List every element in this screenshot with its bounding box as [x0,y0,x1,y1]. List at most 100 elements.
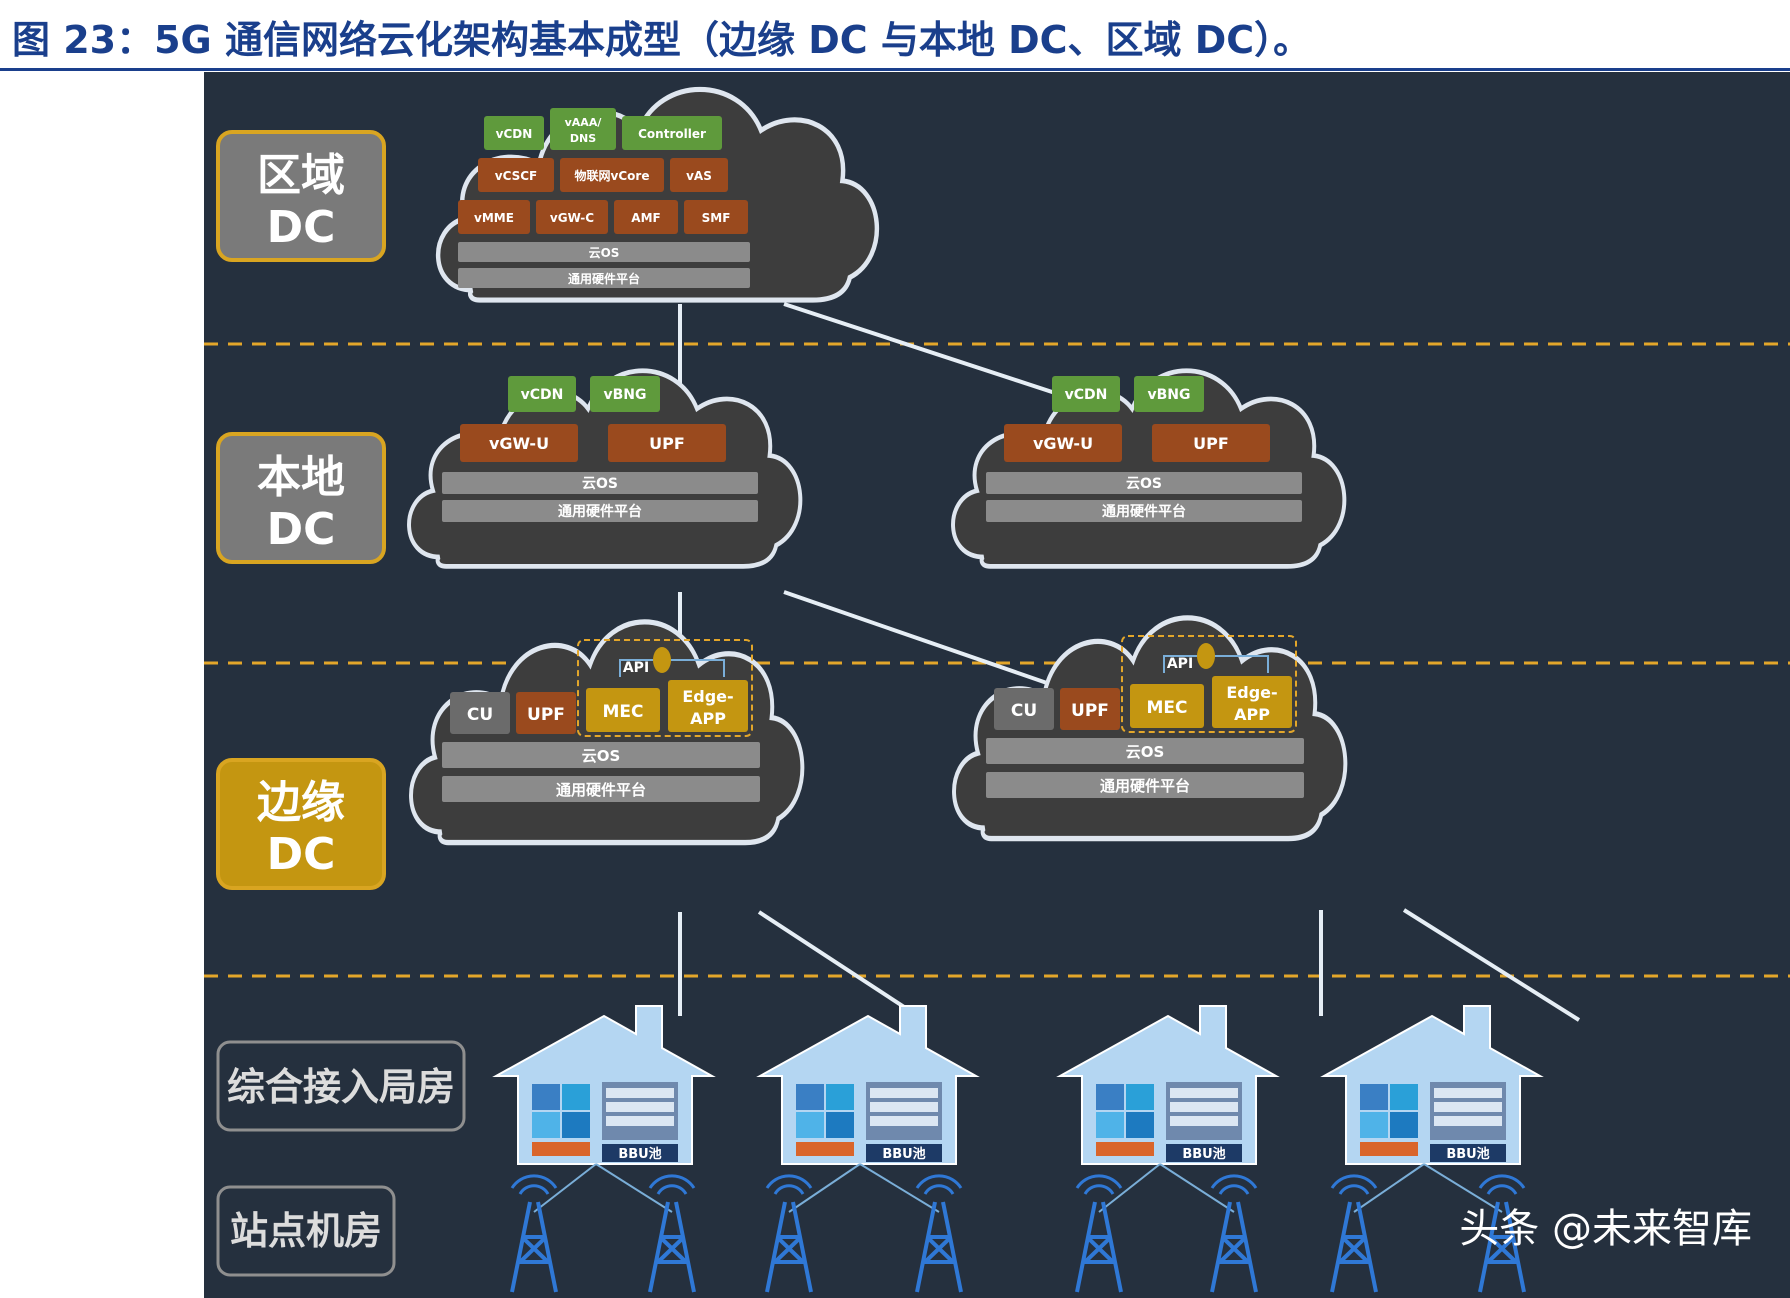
local1-os-label: 云OS [582,476,618,492]
edge2-api-link [1163,655,1269,673]
controller-box [622,116,722,150]
local2-vcdn-label: vCDN [1065,387,1108,403]
tier-label-site-room: 站点机房 [216,1185,396,1277]
edge2-os-label: 云OS [1126,743,1165,761]
local2-os-bar [986,472,1302,494]
edge2-hw-label: 通用硬件平台 [1100,777,1190,795]
architecture-diagram: 区域 DC 本地 DC 边缘 DC 综合接入局房 站点机房 vCDN vAAA/… [204,72,1790,1293]
edge-label-line2: DC [267,829,336,880]
tower-icon [648,1174,696,1293]
local1-hw-bar [442,500,758,522]
vgw-c-box [536,200,608,234]
edge1-upf-box [516,692,576,734]
edge2-mec-box [1130,684,1204,728]
local-label-line2: DC [267,504,336,555]
vcdn-label: vCDN [496,127,533,141]
local-label-line1: 本地 [257,452,345,503]
amf-label: AMF [631,211,660,225]
smf-box [684,200,748,234]
local1-hw-label: 通用硬件平台 [558,503,642,520]
access-office-2: BBU池 [756,1005,980,1165]
iot-vcore-box [560,158,664,192]
edge1-hw-bar [442,776,760,802]
local2-hw-label: 通用硬件平台 [1102,503,1186,520]
radio-towers [510,1174,1526,1293]
vcdn-box [484,116,544,150]
vaaa-label: vAAA/ [565,116,603,129]
iot-vcore-label: 物联网vCore [575,168,650,183]
bbu-label-1: BBU池 [618,1146,661,1162]
edge2-api-label: API [1167,656,1193,672]
tower-icon [1330,1174,1378,1293]
bbu-label-2: BBU池 [882,1146,925,1162]
edge2-cu-label: CU [1011,701,1037,721]
tower-links [533,1163,1503,1213]
access-office-houses: BBU池 BBU池 BBU池 [492,1005,1544,1165]
local-dc-services-2: vCDN vBNG vGW-U UPF 云OS 通用硬件平台 [986,376,1302,522]
edge2-os-bar [986,738,1304,764]
vcscf-label: vCSCF [495,169,538,183]
link-edge2-office4 [1402,908,1581,1022]
local1-vgw-u-box [460,424,578,462]
edge1-edgeapp-line1: Edge- [682,687,733,706]
tower-icon [1075,1174,1123,1293]
access-office-label: 综合接入局房 [227,1065,455,1109]
edge-dc-services-1: API CU UPF MEC Edge- APP 云OS 通用硬件平台 [442,639,760,802]
vas-box [670,158,728,192]
local2-upf-box [1152,424,1270,462]
regional-dc-services: vCDN vAAA/ DNS Controller vCSCF 物联网vCore… [458,108,750,288]
edge2-edgeapp-line2: APP [1234,705,1270,724]
access-office-4: BBU池 [1320,1005,1544,1165]
local2-vbng-label: vBNG [1147,387,1190,403]
edge1-mec-label: MEC [602,702,643,722]
title-underline [0,68,1790,71]
edge1-api-label: API [623,660,649,676]
controller-label: Controller [638,127,706,141]
local2-vcdn-box [1052,376,1120,412]
local1-os-bar [442,472,758,494]
smf-label: SMF [702,211,731,225]
site-room-label: 站点机房 [230,1209,382,1253]
tower-icon [1210,1174,1258,1293]
amf-box [614,200,678,234]
local1-vgw-u-label: vGW-U [489,434,549,453]
edge1-os-label: 云OS [582,747,621,765]
edge1-mec-group [577,639,753,737]
regional-label-line2: DC [267,202,336,253]
local2-hw-bar [986,500,1302,522]
edge1-cu-label: CU [467,705,493,725]
tower-icon [765,1174,813,1293]
edge1-hw-label: 通用硬件平台 [556,781,646,799]
access-office-1: BBU池 [492,1005,716,1165]
edge1-mec-box [586,688,660,732]
local2-vbng-box [1134,376,1204,412]
local1-upf-box [608,424,726,462]
local2-os-label: 云OS [1126,476,1162,492]
edge1-api-link [619,659,725,677]
edge2-upf-box [1060,688,1120,730]
edge2-cu-box [994,688,1054,730]
vmme-box [458,200,530,234]
edge2-edgeapp-line1: Edge- [1226,683,1277,702]
vas-label: vAS [686,169,712,183]
tier-separators [204,342,1790,978]
edge2-edgeapp-box [1212,676,1292,728]
edge2-api-icon [1197,643,1215,669]
vmme-label: vMME [474,211,514,225]
local1-vcdn-label: vCDN [521,387,564,403]
edge1-os-bar [442,742,760,768]
edge2-mec-label: MEC [1146,698,1187,718]
local2-vgw-u-label: vGW-U [1033,434,1093,453]
tier-label-edge: 边缘 DC [216,758,386,890]
edge2-mec-group [1121,635,1297,733]
local1-vcdn-box [508,376,576,412]
dns-label: DNS [570,132,596,145]
figure-title: 图 23：5G 通信网络云化架构基本成型（边缘 DC 与本地 DC、区域 DC）… [12,18,1312,62]
access-office-3: BBU池 [1056,1005,1280,1165]
bbu-label-4: BBU池 [1446,1146,1489,1162]
vgw-c-label: vGW-C [550,211,594,225]
tower-icon [915,1174,963,1293]
local1-vbng-box [590,376,660,412]
local2-upf-label: UPF [1193,434,1229,453]
local1-upf-label: UPF [649,434,685,453]
